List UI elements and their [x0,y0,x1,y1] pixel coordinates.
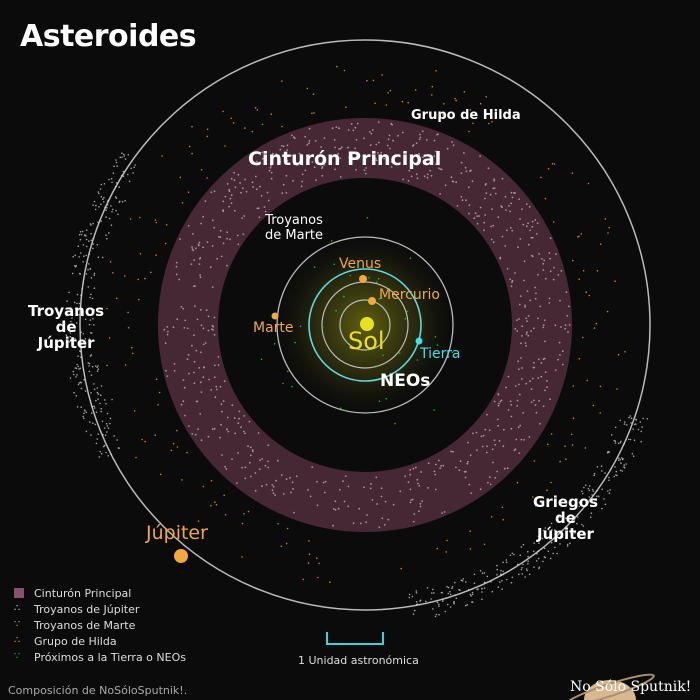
dots-swatch-icon: ∴ [14,635,20,646]
label-earth: Tierra [420,346,461,362]
legend-item-hilda: ∴ Grupo de Hilda [14,634,117,648]
mars-orbit [276,236,454,414]
label-sun: Sol [348,327,385,355]
earth [415,337,423,345]
dots-swatch-icon: ∵ [14,619,20,630]
credit-text: Composición de NoSóloSputnik!. [8,684,188,697]
page-title: Asteroides [20,19,197,54]
jupiter-orbit [79,39,651,611]
label-jupiter: Júpiter [146,522,208,544]
mercury [368,297,376,305]
label-main-belt: Cinturón Principal [248,148,442,170]
label-mars: Marte [253,320,294,336]
mercury-orbit [339,299,391,351]
main-belt-ring [158,118,572,532]
legend-item-main-belt: Cinturón Principal [14,585,186,601]
saturn-logo [584,680,636,700]
label-venus: Venus [339,256,382,272]
label-mars-trojans: Troyanos de Marte [265,213,324,243]
venus [359,275,367,283]
brand-logo-text: No Sólo Sputnik! [570,679,692,695]
legend-item-mars-trojans: ∵ Troyanos de Marte [14,618,136,632]
dots-swatch-icon: ∵ [14,651,20,662]
label-jupiter-trojans: Troyanos de Júpiter [28,302,105,352]
scale-bar [326,632,384,645]
scale-label: 1 Unidad astronómica [298,654,419,667]
label-mercury: Mercurio [379,287,440,303]
label-hilda: Grupo de Hilda [411,108,521,123]
dots-swatch-icon: ∴ [14,603,20,614]
label-jupiter-greeks: Griegos de Júpiter [533,493,598,543]
mars [271,312,279,320]
legend-item-jupiter-trojans: ∴ Troyanos de Júpiter [14,602,140,616]
legend-item-neos: ∵ Próximos a la Tierra o NEOs [14,650,186,664]
earth-orbit [308,268,422,382]
square-swatch-icon [14,588,24,598]
label-neos: NEOs [380,371,431,391]
sun [360,317,374,331]
legend: Cinturón Principal ∴ Troyanos de Júpiter… [14,585,186,665]
jupiter [174,549,188,563]
